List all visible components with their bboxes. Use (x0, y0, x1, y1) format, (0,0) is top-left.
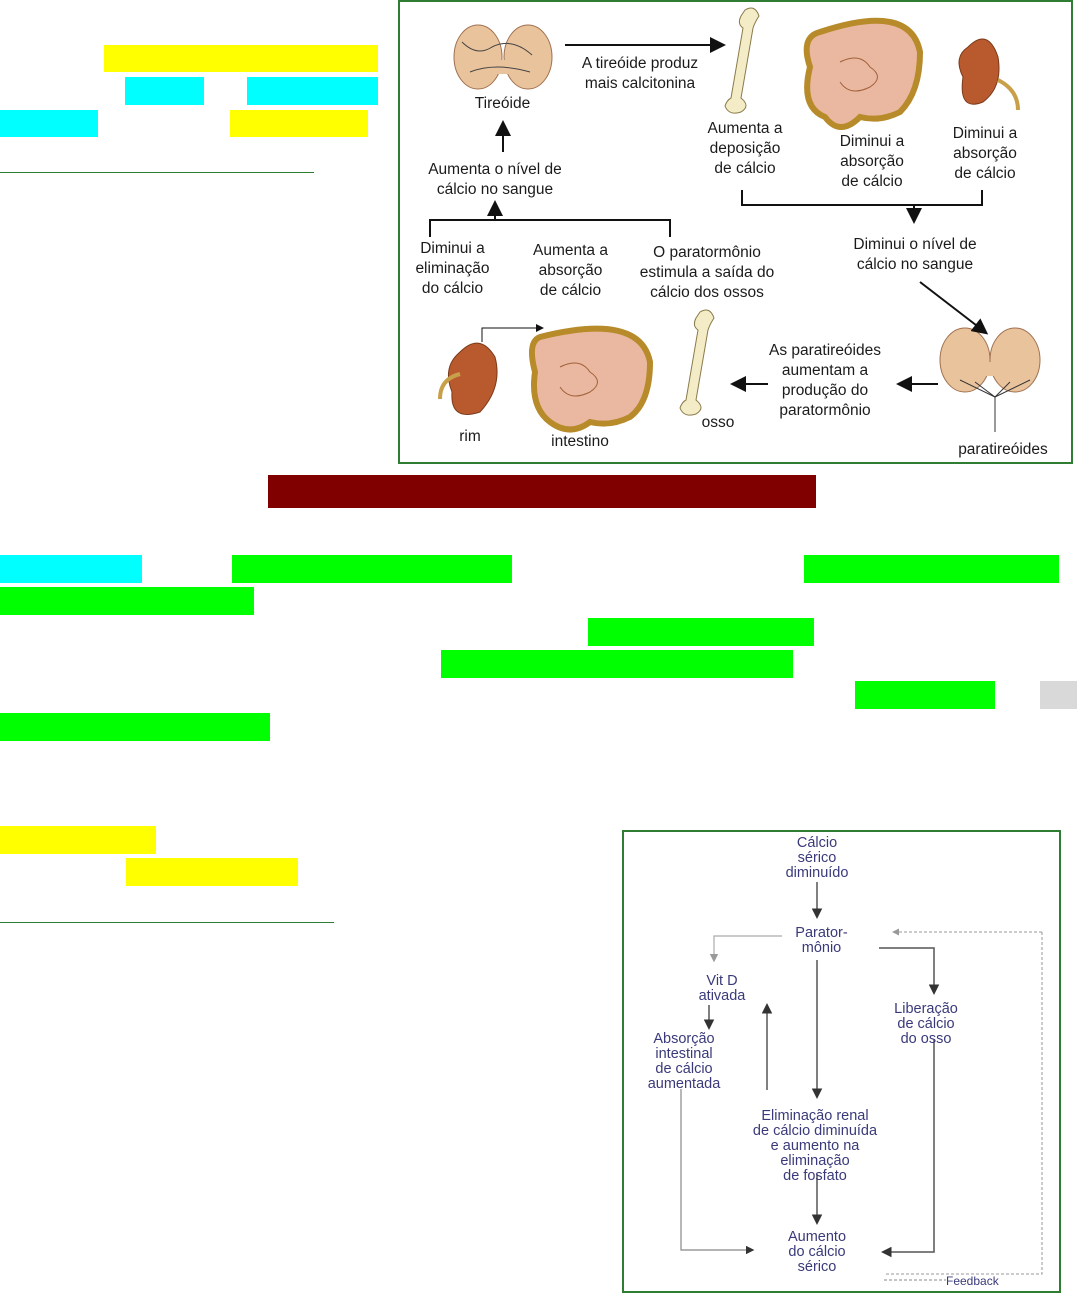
label-absorb-up: Aumenta a absorção de cálcio (533, 242, 608, 299)
label-vitd: Vit D ativada (698, 973, 746, 1004)
divider (0, 922, 334, 923)
label-pth-bone: O paratormônio estimula a saída do cálci… (639, 244, 775, 301)
connector (429, 219, 671, 237)
highlight-bar (0, 587, 254, 615)
highlight-bar (441, 650, 793, 678)
highlight-bar (0, 826, 156, 854)
label-paratormonio: Parator- mônio (795, 925, 848, 956)
highlight-bar (126, 858, 298, 886)
kidney-image (958, 38, 1020, 111)
label-calcio-serico: Cálcio sérico diminuído (785, 835, 849, 881)
label-thyroid: Tireóide (474, 95, 531, 112)
bone-image (679, 309, 715, 416)
label-eliminacao: Eliminação renal de cálcio diminuída e a… (752, 1108, 878, 1184)
label-thyroid-produces: A tireóide produz mais calcitonina (581, 55, 699, 92)
bone-image (724, 7, 760, 114)
intestine-image (528, 325, 654, 433)
label-feedback: Feedback (946, 1274, 999, 1288)
calcium-regulation-diagram: Tireóide A tireóide produz mais calciton… (398, 0, 1073, 464)
label-parathyroid-up: As paratireóides aumentam a produção do … (768, 342, 881, 419)
label-osso: osso (701, 414, 735, 431)
pth-feedback-diagram: Cálcio sérico diminuído Parator- mônio V… (622, 830, 1061, 1293)
kidney-image (438, 342, 498, 415)
label-intestine-absorption: Diminui a absorção de cálcio (839, 133, 905, 190)
label-blood-down: Diminui o nível de cálcio no sangue (853, 236, 977, 273)
label-bone-deposition: Aumenta a deposição de cálcio (707, 120, 783, 177)
label-paratireoides: paratireóides (958, 441, 1048, 458)
highlight-bar (1040, 681, 1077, 709)
label-kidney-absorption: Diminui a absorção de cálcio (952, 125, 1018, 182)
diagram2-art (680, 882, 1043, 1281)
highlight-bar (230, 110, 368, 137)
label-absorcao: Absorção intestinal de cálcio aumentada (647, 1031, 721, 1092)
highlight-bar (0, 555, 142, 583)
highlight-bar (588, 618, 814, 646)
label-elim-down: Diminui a eliminação do cálcio (415, 240, 490, 297)
label-rim: rim (459, 428, 481, 445)
highlight-bar (855, 681, 995, 709)
highlight-bar (125, 77, 204, 105)
highlight-bar (232, 555, 512, 583)
label-intestino: intestino (551, 433, 609, 450)
label-liberacao: Liberação de cálcio do osso (894, 1001, 958, 1047)
parathyroid-image (939, 327, 1041, 432)
intestine-image (803, 17, 924, 130)
label-blood-up: Aumenta o nível de cálcio no sangue (428, 161, 562, 198)
highlight-bar (0, 110, 98, 137)
highlight-bar (804, 555, 1059, 583)
thyroid-image (453, 24, 553, 90)
highlight-bar (0, 713, 270, 741)
diagram1-art (429, 7, 1041, 433)
highlight-bar (104, 45, 378, 72)
arrow (919, 281, 989, 335)
arrow (481, 324, 544, 342)
section-banner (268, 475, 816, 508)
highlight-bar (247, 77, 378, 105)
connector (741, 190, 983, 206)
label-aumento: Aumento do cálcio sérico (787, 1229, 847, 1275)
divider (0, 172, 314, 173)
